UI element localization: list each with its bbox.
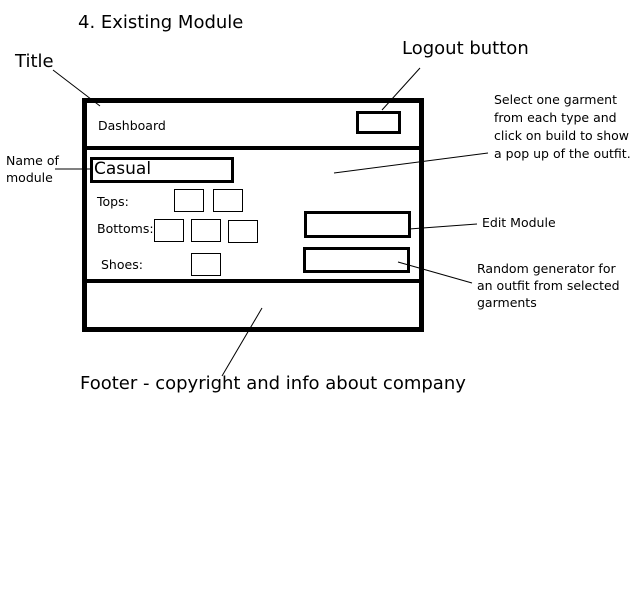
bottoms-label: Bottoms: [97, 221, 154, 236]
random-generator-button[interactable] [303, 247, 410, 273]
annotation-random-generator: Random generator for an outfit from sele… [477, 261, 620, 310]
annotation-name-of-module: Name of module [6, 153, 59, 185]
bottoms-slot-2[interactable] [191, 219, 221, 242]
annotation-footer: Footer - copyright and info about compan… [80, 373, 466, 394]
bottoms-slot-3[interactable] [228, 220, 258, 243]
logout-button[interactable] [356, 111, 401, 134]
module-name: Casual [94, 159, 152, 179]
annotation-select-note: Select one garment from each type and cl… [494, 92, 631, 161]
tops-slot-2[interactable] [213, 189, 243, 212]
bottoms-slot-1[interactable] [154, 219, 184, 242]
header-divider [84, 146, 422, 150]
tops-label: Tops: [97, 194, 129, 209]
tops-slot-1[interactable] [174, 189, 204, 212]
shoes-slot-1[interactable] [191, 253, 221, 276]
module-name-field[interactable] [90, 157, 234, 183]
page-heading: 4. Existing Module [78, 12, 244, 33]
annotation-title: Title [15, 51, 54, 72]
shoes-label: Shoes: [101, 257, 143, 272]
dashboard-title: Dashboard [98, 118, 166, 133]
edit-module-button[interactable] [304, 211, 411, 238]
annotation-edit-module: Edit Module [482, 215, 556, 230]
annotation-logout: Logout button [402, 38, 529, 59]
footer-divider [84, 279, 422, 283]
